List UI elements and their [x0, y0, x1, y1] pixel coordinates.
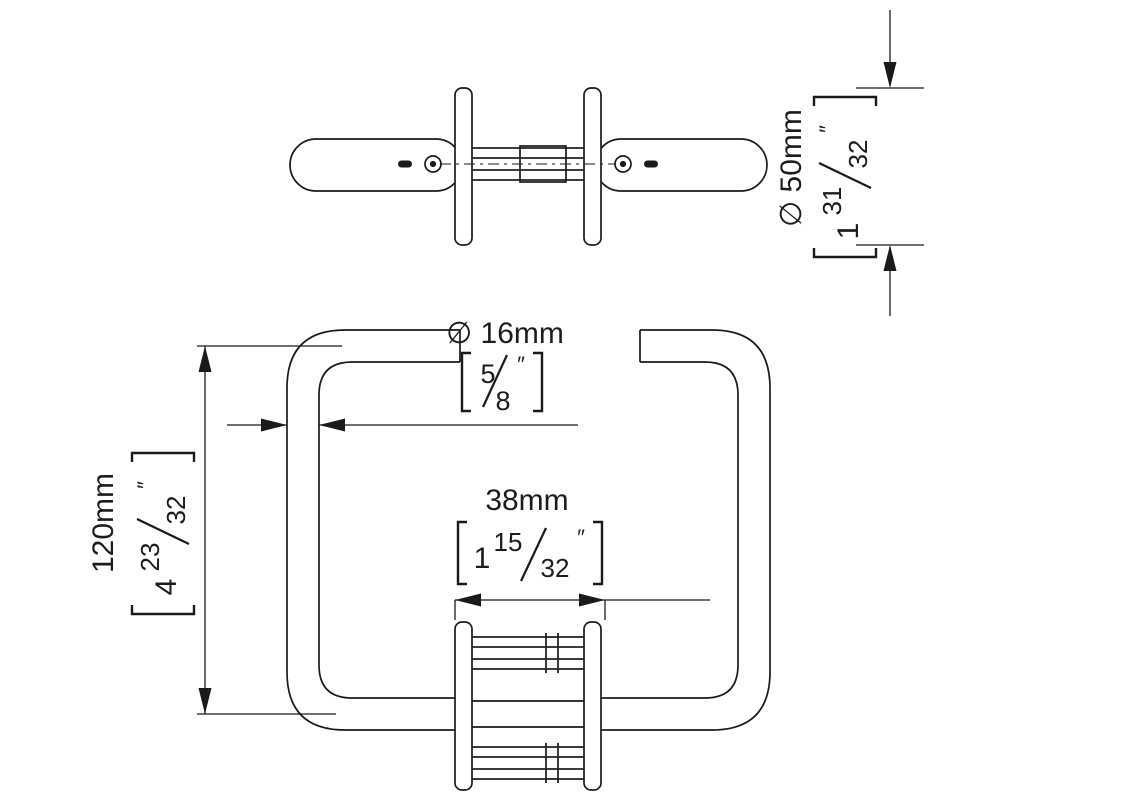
close-bracket — [812, 95, 878, 106]
dim-tube-diameter: ∅ 16mm 5 8 ″ — [227, 317, 578, 432]
dim-projection: 38mm 1 15 32 ″ — [454, 484, 710, 620]
imperial-whole: 1 — [832, 223, 865, 240]
right-rose-front — [583, 621, 602, 791]
projection-imperial: 1 15 32 ″ — [456, 520, 604, 586]
dim-rose-diameter: ∅ 50mm 1 31 32 ″ — [775, 10, 924, 316]
tube-diameter-label: ∅ 16mm — [446, 317, 564, 350]
open-bracket — [130, 605, 196, 616]
screw-hole-right — [614, 155, 632, 173]
screw-slot-left — [398, 160, 412, 168]
left-lever-side — [289, 138, 463, 192]
close-bracket — [593, 520, 604, 586]
arrowhead-up — [198, 346, 212, 372]
inch-mark: ″ — [517, 352, 525, 377]
imperial-denominator: 8 — [495, 386, 510, 416]
imperial-numerator: 31 — [817, 187, 847, 216]
arrowhead-right — [579, 593, 605, 607]
imperial-denominator: 32 — [161, 496, 191, 525]
open-bracket — [460, 351, 471, 413]
right-lever-inner — [593, 361, 739, 699]
rose-diameter-label: ∅ 50mm — [775, 109, 808, 227]
bolt — [465, 658, 591, 670]
imperial-numerator: 23 — [135, 543, 165, 572]
imperial-denominator: 32 — [843, 140, 873, 169]
screw-slot-right — [644, 160, 658, 168]
length-label: 120mm — [87, 473, 120, 573]
open-bracket — [812, 248, 878, 259]
close-bracket — [130, 451, 196, 462]
close-bracket — [533, 351, 544, 413]
imperial-numerator: 5 — [480, 359, 495, 389]
inch-mark: ″ — [133, 481, 158, 489]
inch-mark: ″ — [815, 125, 840, 133]
inch-mark: ″ — [577, 525, 585, 550]
projection-label: 38mm — [485, 484, 568, 517]
front-view — [286, 329, 771, 791]
left-rose-side — [454, 87, 473, 246]
right-lever-outer — [593, 329, 771, 731]
rose-diameter-imperial: 1 31 32 ″ — [812, 95, 878, 259]
left-rose-front — [454, 621, 473, 791]
arrowhead-left — [455, 593, 481, 607]
imperial-numerator: 15 — [494, 527, 523, 557]
left-lever-inner — [318, 361, 463, 699]
bolt — [465, 768, 591, 780]
arrowhead-left — [319, 418, 345, 432]
arrowhead-up — [883, 245, 897, 271]
fraction-slash — [818, 162, 872, 189]
fraction-slash — [520, 527, 547, 582]
arrowhead-right — [261, 418, 287, 432]
right-rose-side — [583, 87, 602, 246]
bolt — [465, 636, 591, 648]
bolt-lower — [465, 169, 591, 181]
left-lever-outer — [286, 329, 463, 731]
imperial-whole: 1 — [474, 542, 491, 575]
tube-diameter-imperial: 5 8 ″ — [460, 351, 544, 416]
dim-length: 120mm 4 23 32 ″ — [87, 345, 342, 715]
bolt — [465, 746, 591, 758]
length-imperial: 4 23 32 ″ — [130, 451, 196, 616]
imperial-whole: 4 — [150, 579, 183, 596]
side-view — [289, 87, 768, 246]
screw-pin-right — [619, 160, 627, 168]
fraction-slash — [482, 354, 508, 408]
arrowhead-down — [198, 688, 212, 714]
fraction-slash — [136, 518, 190, 545]
bolt-upper — [465, 147, 591, 159]
imperial-denominator: 32 — [541, 553, 570, 583]
arrowhead-down — [883, 62, 897, 88]
screw-pin-left — [429, 160, 437, 168]
screw-hole-left — [424, 155, 442, 173]
open-bracket — [456, 520, 467, 586]
